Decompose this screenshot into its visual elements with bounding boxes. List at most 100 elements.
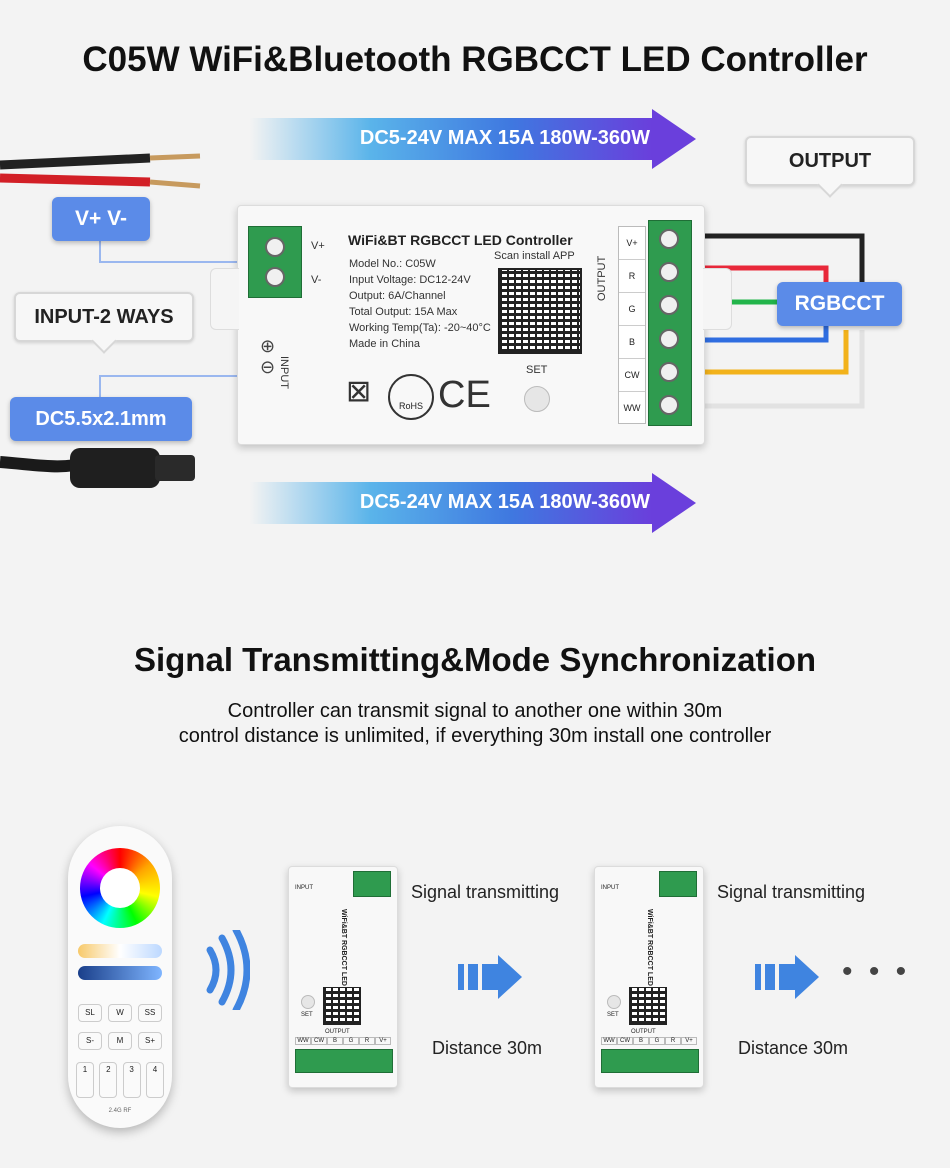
output-channel-labels: V+ R G B CW WW — [618, 226, 646, 424]
main-controller: V+ V- ⊕⊖ INPUT WiFi&BT RGBCCT LED Contro… — [210, 205, 732, 445]
color-wheel[interactable] — [80, 848, 160, 928]
weee-icon: ⊠ — [346, 375, 372, 408]
spec-output: Output: 6A/Channel — [349, 290, 446, 302]
input-label: INPUT — [278, 356, 290, 389]
voltage-label-bottom: DC5-24V MAX 15A 180W-360W — [359, 491, 650, 513]
remote-btn-s-minus[interactable]: S- — [78, 1032, 102, 1050]
mini-input-label: INPUT — [601, 885, 619, 891]
mini-input-terminal — [659, 871, 697, 897]
channel-cw: CW — [619, 358, 645, 391]
mini-qr-icon — [323, 987, 361, 1025]
set-label: SET — [526, 364, 548, 376]
screw-icon — [265, 267, 285, 287]
channel-b: B — [619, 325, 645, 358]
mini-output-label: OUTPUT — [325, 1029, 350, 1035]
remote-btn-sl[interactable]: SL — [78, 1004, 102, 1022]
mini-output-terminal — [295, 1049, 393, 1073]
set-button[interactable] — [524, 386, 550, 412]
remote-btn-ss[interactable]: SS — [138, 1004, 162, 1022]
mini-input-terminal — [353, 871, 391, 897]
brightness-slider[interactable] — [78, 966, 162, 980]
rgbcct-label: RGBCCT — [777, 282, 902, 326]
mini-channel-row: WW CW B G R V+ — [295, 1037, 391, 1045]
mini-ch-vplus: V+ — [681, 1037, 697, 1045]
ce-mark-icon: CE — [438, 374, 491, 416]
vplus-vminus-label: V+ V- — [52, 197, 150, 241]
dc-jack-label: DC5.5x2.1mm — [10, 397, 192, 441]
mini-qr-icon — [629, 987, 667, 1025]
wiring-diagram — [0, 153, 865, 488]
remote-brand: 2.4G RF — [108, 1108, 132, 1114]
input-2-ways-label: INPUT-2 WAYS — [34, 306, 174, 328]
continuation-dots: • • • — [842, 955, 911, 988]
mini-set-label: SET — [607, 1012, 619, 1018]
dc-jack-icon: ⊕⊖ — [260, 336, 276, 377]
zone-4-button[interactable]: 4 — [145, 1062, 164, 1098]
screw-icon — [659, 262, 679, 282]
mini-ch-cw: CW — [617, 1037, 633, 1045]
mini-ch-ww: WW — [295, 1037, 311, 1045]
controller-title: WiFi&BT RGBCCT LED Controller — [348, 232, 573, 248]
mini-ch-r: R — [359, 1037, 375, 1045]
mini-ch-b: B — [633, 1037, 649, 1045]
mini-set-button[interactable] — [301, 995, 315, 1009]
transmit-arrow-2 — [755, 955, 819, 999]
spec-list: Model No.: C05W Input Voltage: DC12-24V … — [349, 256, 491, 352]
mini-channel-row: WW CW B G R V+ — [601, 1037, 697, 1045]
dc-jack-plug — [0, 448, 195, 488]
mini-controller-1: INPUT WiFi&BT RGBCCT LED Controller SET … — [288, 866, 398, 1088]
zone-3-button[interactable]: 3 — [122, 1062, 141, 1098]
mini-ch-g: G — [343, 1037, 359, 1045]
mini-ch-g: G — [649, 1037, 665, 1045]
screw-icon — [659, 295, 679, 315]
signal-label-1: Signal transmitting — [411, 882, 560, 902]
output-terminal-block — [648, 220, 692, 426]
page-title: C05W WiFi&Bluetooth RGBCCT LED Controlle… — [82, 40, 868, 79]
mini-set-label: SET — [301, 1012, 313, 1018]
screw-icon — [265, 237, 285, 257]
distance-label-2: Distance 30m — [738, 1038, 849, 1058]
distance-label-1: Distance 30m — [432, 1038, 543, 1058]
channel-ww: WW — [619, 391, 645, 424]
mini-output-terminal — [601, 1049, 699, 1073]
channel-g: G — [619, 292, 645, 325]
mini-controller-2: INPUT WiFi&BT RGBCCT LED Controller SET … — [594, 866, 704, 1088]
mini-input-label: INPUT — [295, 885, 313, 891]
channel-r: R — [619, 259, 645, 292]
mini-ch-vplus: V+ — [375, 1037, 391, 1045]
screw-icon — [659, 362, 679, 382]
qr-code-icon — [498, 268, 582, 354]
remote-btn-w[interactable]: W — [108, 1004, 132, 1022]
rf-remote: SL W SS S- M S+ 1 2 3 4 2.4G RF — [68, 826, 172, 1128]
zone-1-button[interactable]: 1 — [76, 1062, 94, 1098]
arrow-right-icon — [652, 109, 696, 169]
spec-input: Input Voltage: DC12-24V — [349, 274, 471, 286]
arrow-right-icon — [652, 473, 696, 533]
spec-model: Model No.: C05W — [349, 258, 436, 270]
spec-temp: Working Temp(Ta): -20~40°C — [349, 322, 491, 334]
arrow-right-icon — [795, 955, 819, 999]
input-2-ways-callout: INPUT-2 WAYS — [14, 292, 194, 342]
cct-slider[interactable] — [78, 944, 162, 958]
terminal-label-vplus: V+ — [311, 240, 325, 252]
mini-output-label: OUTPUT — [631, 1029, 656, 1035]
mini-ch-cw: CW — [311, 1037, 327, 1045]
channel-vplus: V+ — [626, 238, 638, 248]
mini-set-button[interactable] — [607, 995, 621, 1009]
input-wire-pair — [0, 153, 201, 189]
zone-2-button[interactable]: 2 — [99, 1062, 118, 1098]
input-terminal-block — [248, 226, 302, 298]
scan-label: Scan install APP — [494, 250, 575, 262]
remote-row-2: S- M S+ — [78, 1032, 162, 1050]
remote-btn-m[interactable]: M — [108, 1032, 132, 1050]
remote-row-1: SL W SS — [78, 1004, 162, 1022]
description-line-1: Controller can transmit signal to anothe… — [227, 700, 723, 722]
mini-ch-b: B — [327, 1037, 343, 1045]
output-callout: OUTPUT — [745, 136, 915, 186]
spec-total: Total Output: 15A Max — [349, 306, 458, 318]
remote-btn-s-plus[interactable]: S+ — [138, 1032, 162, 1050]
voltage-label-top: DC5-24V MAX 15A 180W-360W — [359, 127, 650, 149]
section-title: Signal Transmitting&Mode Synchronization — [133, 641, 817, 678]
signal-waves-icon — [206, 930, 250, 1010]
mini-ch-ww: WW — [601, 1037, 617, 1045]
